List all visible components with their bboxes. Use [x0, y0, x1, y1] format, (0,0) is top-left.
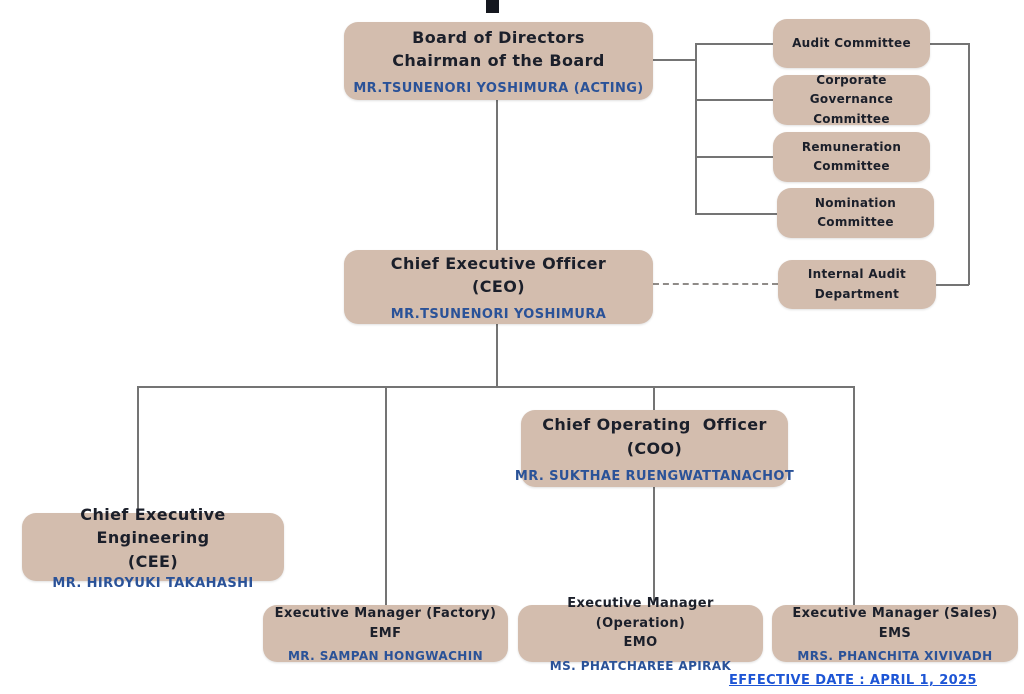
internal-audit-department-title: Internal Audit Department [807, 267, 907, 301]
emo-name: MS. PHATCHAREE APIRAK [549, 658, 732, 673]
right-trunk-to-internal-audit [936, 284, 969, 286]
right-trunk-line [968, 43, 970, 285]
main-distribution-line [137, 386, 854, 388]
branch-remuneration-committee [695, 156, 773, 158]
audit-committee-box: Audit Committee [773, 19, 930, 68]
drop-to-coo [653, 386, 655, 410]
connector-coo-to-emo [653, 487, 655, 605]
connector-ceo-down [496, 324, 498, 387]
board-of-directors-name: MR.TSUNENORI YOSHIMURA (ACTING) [353, 81, 644, 97]
emf-box: Executive Manager (Factory) EMF MR. SAMP… [263, 605, 508, 663]
emo-title: Executive Manager (Operation) EMO [567, 596, 714, 651]
nomination-committee-box: Nomination Committee [777, 188, 934, 238]
cee-box: Chief Executive Engineering (CEE) MR. HI… [22, 505, 284, 591]
remuneration-committee-title: Remuneration Committee [801, 139, 902, 173]
drop-to-emf [385, 386, 387, 605]
ceo-title: Chief Executive Officer (CEO) [390, 253, 607, 296]
board-of-directors-box: Board of Directors Chairman of the Board… [344, 22, 653, 100]
corporate-governance-committee-box: Corporate Governance Committee [773, 73, 930, 126]
emf-name: MR. SAMPAN HONGWACHIN [287, 649, 484, 663]
committee-trunk-line [695, 43, 697, 214]
board-of-directors-title: Board of Directors Chairman of the Board [392, 27, 605, 70]
audit-to-right-trunk [930, 43, 969, 45]
emo-box: Executive Manager (Operation) EMO MS. PH… [518, 596, 763, 673]
internal-audit-department-box: Internal Audit Department [778, 260, 936, 309]
ceo-box: Chief Executive Officer (CEO) MR.TSUNENO… [344, 250, 653, 324]
ceo-name: MR.TSUNENORI YOSHIMURA [390, 307, 607, 323]
drop-to-cee [137, 386, 139, 513]
effective-date-link[interactable]: EFFECTIVE DATE : APRIL 1, 2025 [728, 673, 977, 688]
branch-audit-committee [695, 43, 773, 45]
ems-box: Executive Manager (Sales) EMS MRS. PHANC… [772, 605, 1018, 663]
coo-box: Chief Operating Officer (COO) MR. SUKTHA… [515, 410, 794, 487]
ems-title: Executive Manager (Sales) EMS [792, 606, 998, 641]
cee-name: MR. HIROYUKI TAKAHASHI [52, 575, 254, 591]
ems-name: MRS. PHANCHITA XIVIVADH [797, 649, 993, 663]
connector-board-to-committee-trunk [653, 59, 696, 61]
corporate-governance-committee-title: Corporate Governance Committee [809, 73, 894, 126]
top-edge-mark [486, 0, 499, 13]
audit-committee-title: Audit Committee [792, 35, 911, 50]
drop-to-ems [853, 386, 855, 605]
branch-nomination-committee [695, 213, 777, 215]
emf-title: Executive Manager (Factory) EMF [274, 606, 497, 641]
connector-board-to-ceo [496, 100, 498, 250]
cee-title: Chief Executive Engineering (CEE) [80, 505, 226, 571]
branch-corporate-governance-committee [695, 99, 773, 101]
coo-title: Chief Operating Officer (COO) [542, 415, 767, 458]
nomination-committee-title: Nomination Committee [814, 195, 897, 229]
remuneration-committee-box: Remuneration Committee [773, 132, 930, 182]
coo-name: MR. SUKTHAE RUENGWATTANACHOT [514, 468, 795, 484]
ceo-to-internal-audit-dashed-line [653, 283, 778, 285]
